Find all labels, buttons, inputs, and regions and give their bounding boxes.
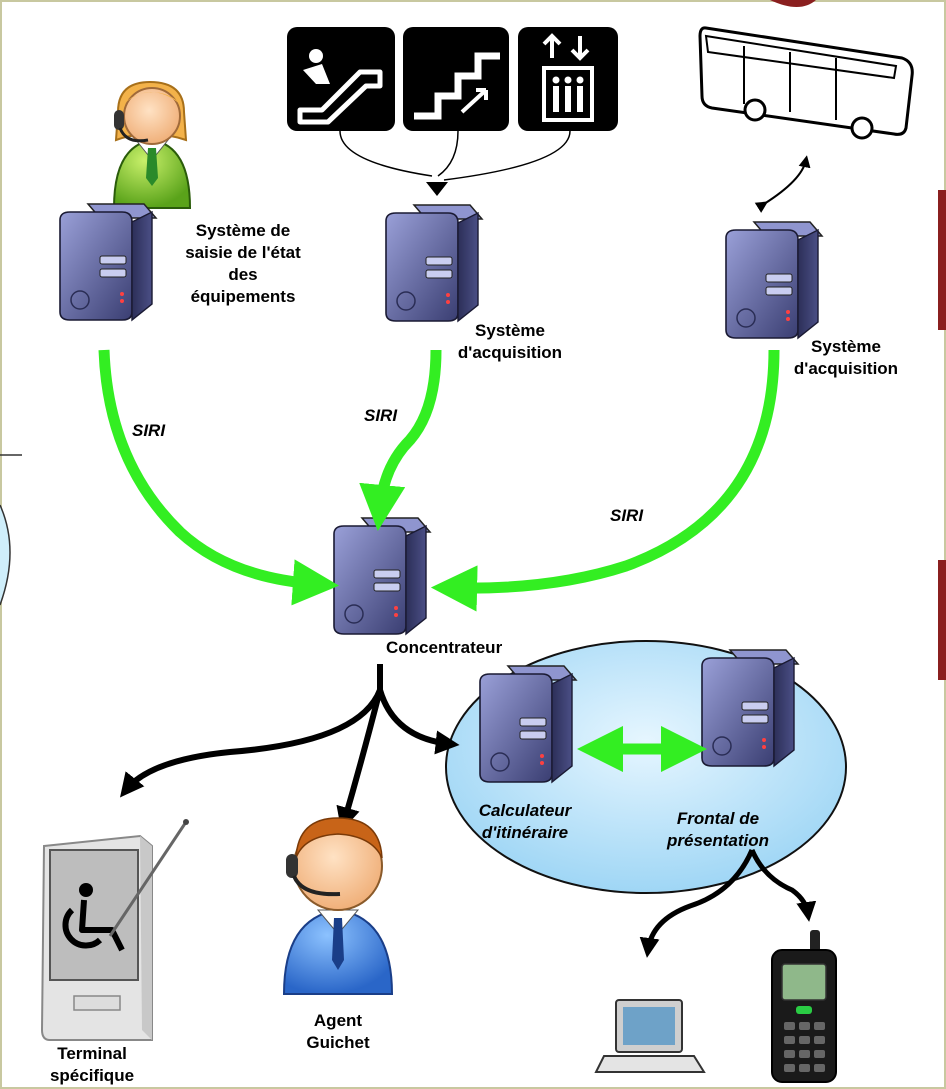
siri-arrow-left — [98, 349, 340, 606]
escalator-icon — [287, 27, 395, 131]
stairs-icon — [403, 27, 509, 131]
laptop-icon — [594, 999, 706, 1073]
equipment-arrowhead — [426, 182, 448, 196]
label-calculateur: Calculateur d'itinéraire — [478, 801, 572, 842]
server-icon-concentrateur — [333, 517, 431, 635]
label-siri-left: SIRI — [132, 421, 166, 440]
label-saisie: Système de saisie de l'état des équipeme… — [185, 221, 301, 306]
concentrateur-links — [119, 664, 460, 832]
server-icon-acquisition-2 — [725, 221, 823, 339]
siri-arrow-right — [430, 349, 780, 612]
siri-arrow-middle — [359, 349, 442, 531]
mobile-phone-icon — [771, 930, 837, 1083]
frontal-links — [639, 848, 817, 958]
label-frontal: Frontal de présentation — [666, 809, 770, 850]
label-siri-middle: SIRI — [364, 406, 398, 425]
label-agent: Agent Guichet — [306, 1011, 370, 1052]
server-icon-saisie — [59, 203, 157, 321]
operator-icon — [112, 80, 192, 209]
label-terminal: Terminal spécifique — [49, 1044, 135, 1085]
server-icon-calculateur — [479, 665, 577, 783]
bus-link — [754, 155, 811, 213]
equipment-links — [339, 130, 571, 181]
label-siri-right: SIRI — [610, 506, 644, 525]
label-acquisition-1: Système d'acquisition — [457, 321, 563, 362]
agent-icon — [282, 817, 394, 995]
server-icon-acquisition-1 — [385, 204, 483, 322]
server-icon-frontal — [701, 649, 799, 767]
label-concentrateur: Concentrateur — [386, 638, 503, 657]
bus-icon — [698, 26, 914, 140]
wheelchair-terminal-icon — [40, 819, 189, 1041]
label-acquisition-2: Système d'acquisition — [793, 337, 899, 378]
elevator-icon — [518, 27, 618, 131]
